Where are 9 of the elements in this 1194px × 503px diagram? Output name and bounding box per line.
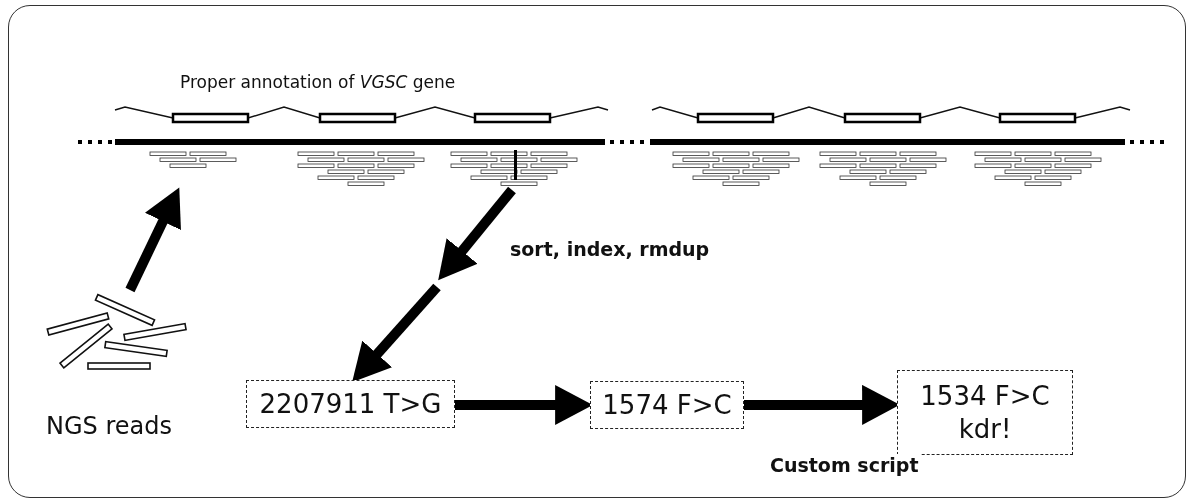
- reads-label: NGS reads: [46, 412, 172, 440]
- variant-box: 1574 F>C: [590, 381, 744, 429]
- variant-box: 1534 F>C kdr!: [897, 370, 1073, 455]
- edge-label: sort, index, rmdup: [508, 238, 712, 260]
- arrow: [125, 187, 181, 293]
- edge-label: Custom script: [768, 454, 921, 476]
- annotation-label: Proper annotation of VGSC gene: [180, 72, 456, 92]
- arrow: [438, 186, 516, 281]
- variant-box: 2207911 T>G: [246, 380, 455, 428]
